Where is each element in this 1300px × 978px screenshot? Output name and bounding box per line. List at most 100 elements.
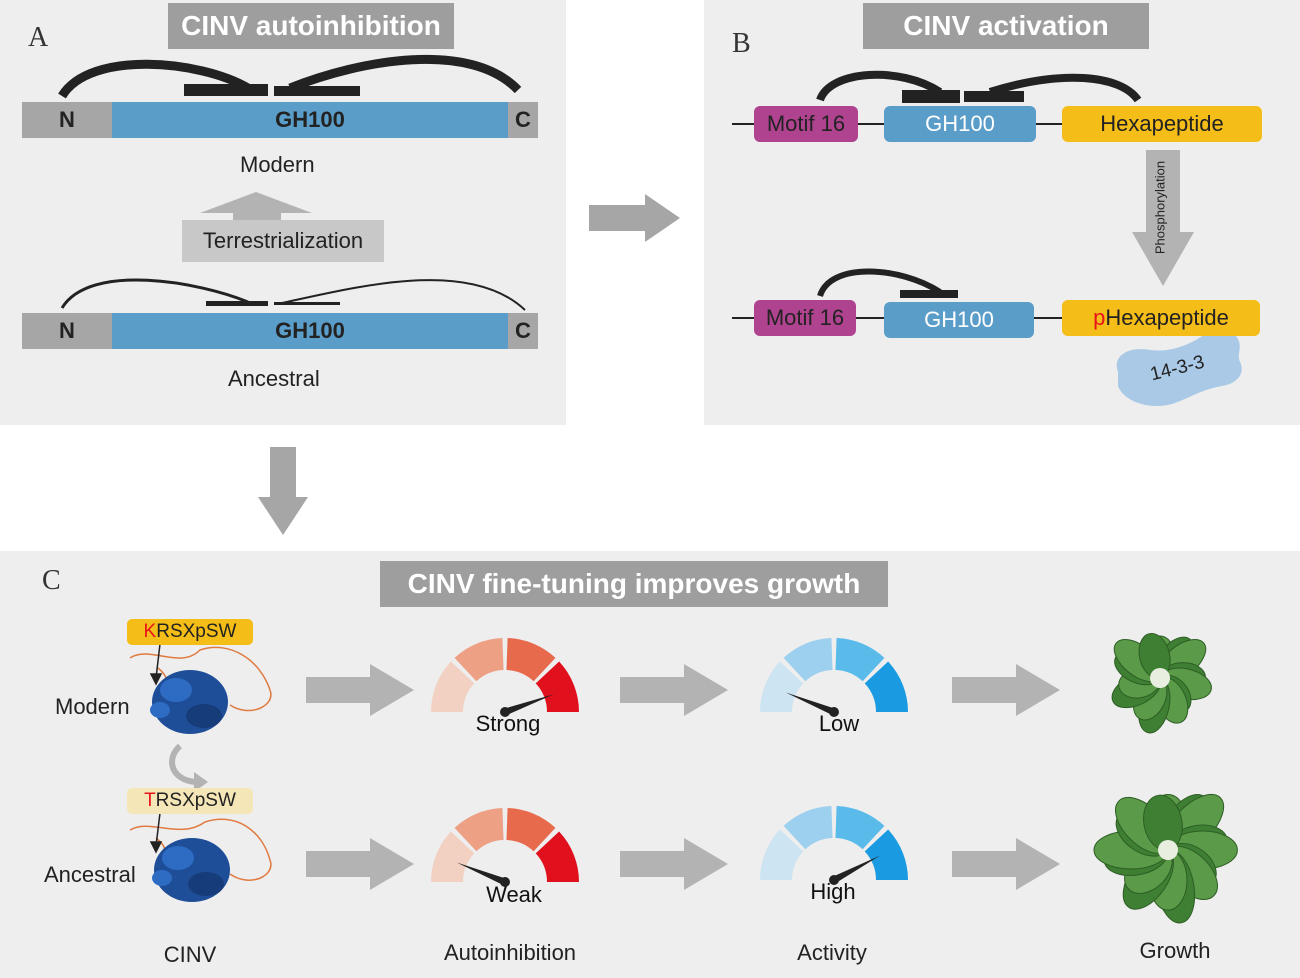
evolution-cycle-arrow-icon: [169, 743, 197, 785]
gauge-autoinhibition-weak-hub: [500, 877, 510, 887]
ancestral-label: Ancestral: [228, 366, 320, 391]
b-bottom-inhibition-arc: [817, 268, 942, 298]
column-label-cinv: CINV: [163, 942, 217, 967]
gauge-activity-low-segment: [760, 661, 804, 712]
gauge-autoinhibition-strong-segment: [431, 661, 475, 712]
ancestral-inhibition-bar-left: [206, 301, 268, 306]
arrow-a-to-b-icon: [589, 194, 680, 242]
gauge-autoinhibition-strong-segment: [454, 638, 504, 682]
hexapeptide-domain: Hexapeptide: [1062, 106, 1262, 142]
n-terminus: N: [22, 313, 112, 349]
gh100-domain: GH100: [884, 302, 1034, 338]
column-label-growth: Growth: [1139, 938, 1211, 963]
gauge-activity-low-segment: [864, 661, 908, 712]
gauge-autoinhibition-strong-hub: [500, 707, 510, 717]
terrestrialization-arrow-shaft: [233, 213, 281, 221]
panel-b-letter: B: [732, 28, 751, 59]
gauge-autoinhibition-weak-segment: [454, 808, 504, 852]
plant-small-icon: [1111, 633, 1212, 734]
gauge-label-high: High: [810, 879, 856, 904]
modern-inhibition-arcs: [58, 54, 522, 99]
arrow-a-to-c-icon: [258, 447, 308, 535]
phosphorylation-arrow-icon: [1132, 150, 1194, 286]
modern-inhibition-bar-right: [274, 86, 360, 96]
ancestral-cinv-bar: N GH100 C: [22, 313, 538, 349]
gauge-activity-high: [760, 806, 908, 885]
ancestral-motif-rest: RSXpSW: [155, 790, 236, 811]
motif16-domain: Motif 16: [754, 300, 856, 336]
evolution-cycle-arrow-head: [194, 772, 208, 792]
gauges-layer: [431, 638, 908, 887]
c-terminus: C: [508, 102, 538, 138]
gauge-activity-low-segment: [783, 638, 833, 682]
gauge-activity-low-hub: [829, 707, 839, 717]
ancestral-inhibition-arcs: [60, 278, 526, 311]
ancestral-inhibition-bar-right: [274, 302, 340, 305]
plant-large-center: [1158, 840, 1178, 860]
ancestral-protein-structure: [129, 818, 272, 902]
c-terminus: C: [508, 313, 538, 349]
modern-label: Modern: [55, 694, 130, 719]
gauge-activity-high-segment: [760, 829, 804, 880]
gh100-domain: GH100: [884, 106, 1036, 142]
panel-a-title: CINV autoinhibition: [168, 3, 454, 49]
ancestral-label: Ancestral: [44, 862, 136, 887]
gauge-autoinhibition-weak-segment: [506, 808, 556, 852]
gauge-activity-high-hub: [829, 875, 839, 885]
terrestrialization-arrow-icon: [200, 192, 312, 213]
gauge-autoinhibition-strong-needle: [503, 694, 554, 716]
gauge-autoinhibition-strong-segment: [506, 638, 556, 682]
gauge-autoinhibition-strong-segment: [535, 661, 579, 712]
gauge-activity-high-segment: [835, 806, 885, 850]
modern-protein-structure: [129, 646, 272, 734]
flow-arrows-row-modern: [306, 664, 1060, 716]
gauge-label-strong: Strong: [475, 711, 541, 736]
phospho-prefix: p: [1093, 305, 1106, 330]
14-3-3-protein-shape: [1116, 330, 1242, 406]
gauge-activity-high-segment: [864, 829, 908, 880]
ancestral-residue: T: [144, 790, 156, 811]
modern-residue: K: [143, 621, 157, 642]
flow-arrows-row-ancestral: [306, 838, 1060, 890]
phosphorylation-label: Phosphorylation: [1152, 160, 1168, 255]
residue-pointer-arrows: [149, 643, 163, 854]
plant-small-center: [1150, 668, 1170, 688]
gauge-autoinhibition-weak-segment: [431, 831, 475, 882]
gauge-activity-low-segment: [835, 638, 885, 682]
b-top-bar-left: [902, 90, 960, 103]
gauge-autoinhibition-strong: [431, 638, 579, 717]
modern-label: Modern: [240, 152, 315, 177]
gh100-domain: GH100: [112, 102, 508, 138]
modern-inhibition-bar-left: [184, 84, 268, 96]
gauge-activity-low-needle: [785, 692, 836, 716]
terrestrialization-label: Terrestrialization: [182, 220, 384, 262]
b-bottom-bar: [900, 290, 958, 298]
modern-cinv-bar: N GH100 C: [22, 102, 538, 138]
gauge-autoinhibition-weak: [431, 808, 579, 887]
b-top-inhibition-arcs: [816, 70, 1142, 103]
gauge-label-weak: Weak: [486, 882, 542, 907]
plant-large-icon: [1093, 793, 1238, 924]
panel-c-title: CINV fine-tuning improves growth: [380, 561, 888, 607]
panel-b-title: CINV activation: [863, 3, 1149, 49]
gauge-autoinhibition-weak-needle: [456, 862, 507, 886]
n-terminus: N: [22, 102, 112, 138]
gauge-label-low: Low: [818, 711, 860, 736]
gauge-activity-low: [760, 638, 908, 717]
hexapeptide-text: Hexapeptide: [1105, 305, 1229, 330]
panel-a-letter: A: [28, 22, 49, 53]
gauge-autoinhibition-weak-segment: [535, 831, 579, 882]
column-label-autoinhibition: Autoinhibition: [443, 940, 577, 965]
gauge-activity-high-segment: [783, 806, 833, 850]
column-label-activity: Activity: [797, 940, 867, 965]
motif16-domain: Motif 16: [754, 106, 858, 142]
panel-c-letter: C: [42, 565, 61, 596]
gauge-activity-high-needle: [832, 855, 880, 884]
modern-motif-rest: RSXpSW: [156, 621, 237, 642]
b-top-bar-right: [964, 91, 1024, 102]
gh100-domain: GH100: [112, 313, 508, 349]
